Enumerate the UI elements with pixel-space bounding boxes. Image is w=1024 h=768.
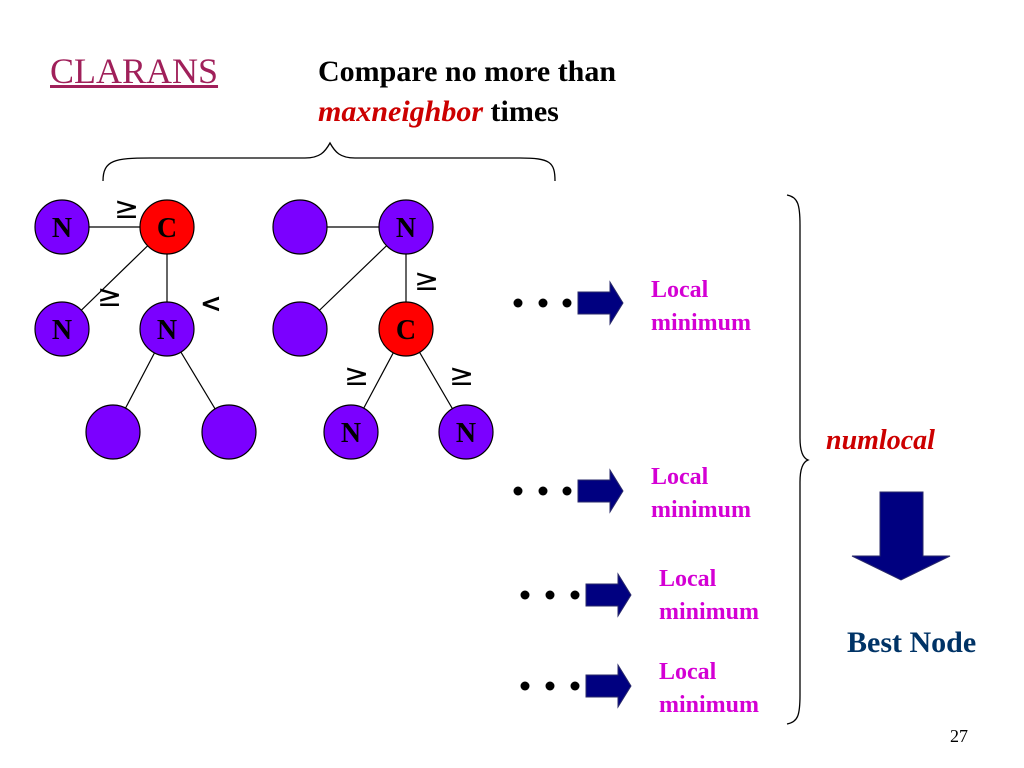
tree2-node-c: C: [378, 301, 434, 357]
tree1-node-n-center: N: [139, 301, 195, 357]
ellipsis-dots-2: [513, 486, 572, 496]
tree1-node-leaf-left: [85, 404, 141, 460]
arrow-right-icon-3: [585, 572, 632, 618]
top-brace: [102, 141, 556, 182]
local-minimum-line1: Local: [651, 277, 709, 303]
svg-text:N: N: [52, 213, 72, 244]
best-node-label: Best Node: [847, 626, 977, 659]
compare-text-line1: Compare no more than: [318, 55, 617, 88]
geq-symbol-tree2-right: ≥: [449, 358, 474, 393]
geq-symbol-tree1-left: ≥: [97, 279, 122, 314]
tree1-node-c: C: [139, 199, 195, 255]
local-minimum-label-1: Local minimum: [651, 274, 751, 340]
local-minimum-line1: Local: [659, 566, 717, 592]
svg-text:N: N: [157, 315, 177, 346]
local-minimum-line2: minimum: [659, 692, 760, 718]
geq-symbol-tree2-left: ≥: [344, 358, 369, 393]
local-minimum-label-2: Local minimum: [651, 461, 751, 527]
tree2-node-top-left: [272, 199, 328, 255]
geq-symbol-tree2-middle: ≥: [414, 263, 439, 298]
local-minimum-line1: Local: [659, 659, 717, 685]
tree1-node-n-left: N: [34, 301, 90, 357]
slide-title: CLARANS: [50, 51, 219, 91]
lt-symbol-tree1: <: [200, 289, 222, 319]
ellipsis-dots-4: [520, 681, 580, 691]
arrow-down-icon: [851, 491, 951, 581]
ellipsis-dots-3: [520, 590, 580, 600]
local-minimum-line1: Local: [651, 464, 709, 490]
ellipsis-dots-1: [513, 298, 572, 308]
arrow-right-icon-4: [585, 663, 632, 709]
svg-text:N: N: [456, 418, 476, 449]
local-minimum-line2: minimum: [651, 497, 752, 523]
local-minimum-label-3: Local minimum: [659, 563, 759, 629]
tree1-node-leaf-right: [201, 404, 257, 460]
tree2-node-n-top: N: [378, 199, 434, 255]
maxneighbor-term: maxneighbor: [318, 95, 484, 128]
compare-times-text: times: [483, 95, 559, 128]
tree2-node-left: [272, 301, 328, 357]
arrow-right-icon-1: [577, 280, 624, 326]
numlocal-label: numlocal: [826, 425, 935, 456]
svg-text:C: C: [396, 315, 416, 346]
local-minimum-label-4: Local minimum: [659, 656, 759, 722]
svg-text:N: N: [341, 418, 361, 449]
tree1-node-n-top: N: [34, 199, 90, 255]
tree2-node-n-right-leaf: N: [438, 404, 494, 460]
svg-text:N: N: [396, 213, 416, 244]
geq-symbol-tree1-top: ≥: [114, 191, 139, 226]
svg-text:C: C: [157, 213, 177, 244]
compare-text-line2: maxneighbor times: [318, 95, 559, 129]
svg-text:N: N: [52, 315, 72, 346]
arrow-right-icon-2: [577, 468, 624, 514]
right-brace: [786, 194, 810, 725]
local-minimum-line2: minimum: [659, 599, 760, 625]
page-number: 27: [950, 726, 968, 746]
tree2-node-n-left-leaf: N: [323, 404, 379, 460]
local-minimum-line2: minimum: [651, 310, 752, 336]
